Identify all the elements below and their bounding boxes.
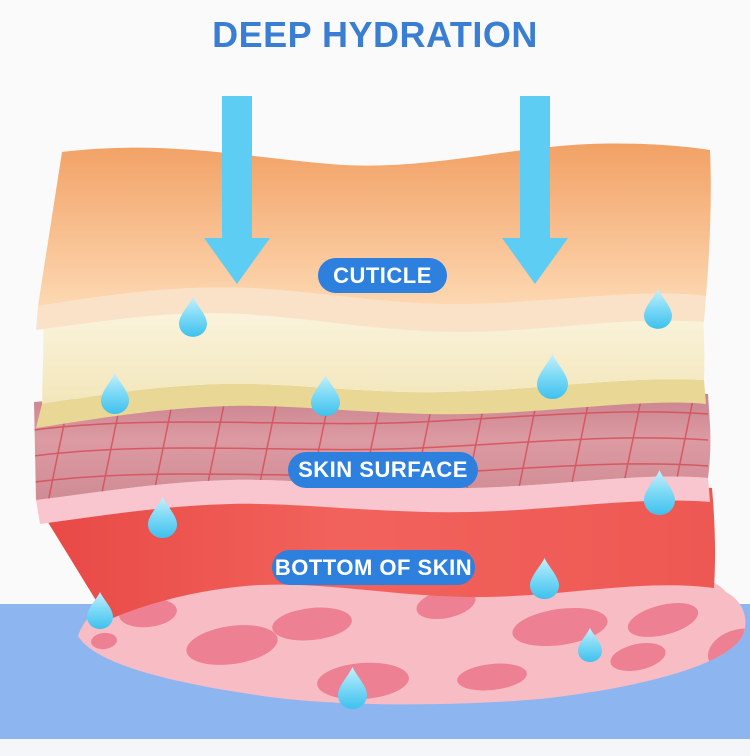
skin-cell [91,632,117,650]
down-arrow-icon-right [502,96,568,284]
skin-cell [457,663,527,691]
skin-surface-layer-lip [36,476,710,524]
skin-cell [186,625,278,665]
skin-cell [272,607,352,641]
skin-cell [610,643,666,671]
skin-cell [627,603,699,637]
down-arrow-icon-left [204,96,270,284]
label-bottom-of-skin: BOTTOM OF SKIN [272,550,475,585]
page-title: DEEP HYDRATION [212,14,538,55]
footer-strip [0,739,750,756]
label-skin-surface: SKIN SURFACE [288,452,478,488]
cream-layer-lip [36,379,706,428]
skin-cell [512,607,608,647]
cuticle-layer-lip [36,287,706,332]
label-cuticle: CUTICLE [318,258,447,293]
